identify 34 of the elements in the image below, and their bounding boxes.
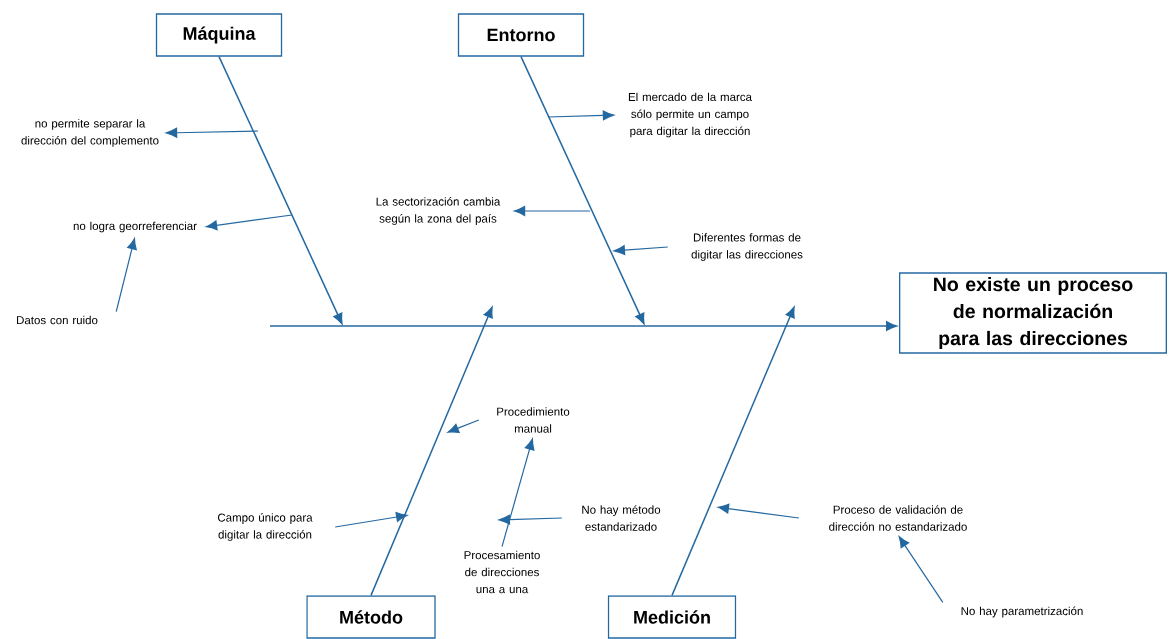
cause-text: Procesamiento de direcciones una a una [464, 550, 540, 594]
arrow [205, 214, 293, 231]
arrow [613, 245, 669, 256]
arrow [115, 238, 137, 313]
cause-text: No hay parametrización [961, 606, 1083, 618]
arrow [501, 438, 535, 548]
cause-text: El mercado de la marca sólo permite un campo para digitar la dirección [628, 92, 752, 138]
category-box: Máquina [155, 13, 283, 57]
cause-text: Campo único para digitar la dirección [217, 513, 313, 541]
cause-text: no permite separar la dirección del complemento [21, 119, 159, 147]
category-box: Entorno [457, 13, 585, 57]
cause-text: La sectorización cambia según la zona del país [376, 197, 501, 225]
cause-text: Diferentes formas de digitar las direcciones [691, 233, 803, 261]
bone-arrow [520, 55, 645, 325]
arrow [334, 512, 408, 528]
arrow [898, 536, 944, 603]
cause-text: No hay método estandarizado [582, 505, 661, 531]
bone-arrow [218, 55, 343, 325]
bone-arrow [671, 306, 795, 597]
arrow [447, 419, 480, 434]
cause-text: Procedimiento manual [497, 407, 570, 433]
category-box: Medición [607, 595, 737, 639]
cause-text: no logra georreferenciar [73, 221, 197, 233]
effect-box: No existe un proceso de normalización para las direcciones [899, 272, 1167, 354]
bone-arrow [370, 306, 493, 597]
category-box: Método [306, 595, 436, 639]
spine-arrow [269, 321, 897, 331]
arrow [165, 127, 259, 138]
arrow [513, 206, 591, 216]
arrow [717, 503, 800, 519]
cause-text: Proceso de validación de dirección no estandarizado [829, 505, 967, 531]
arrow [547, 110, 615, 121]
arrow [498, 514, 563, 525]
cause-text: Datos con ruido [17, 315, 98, 325]
